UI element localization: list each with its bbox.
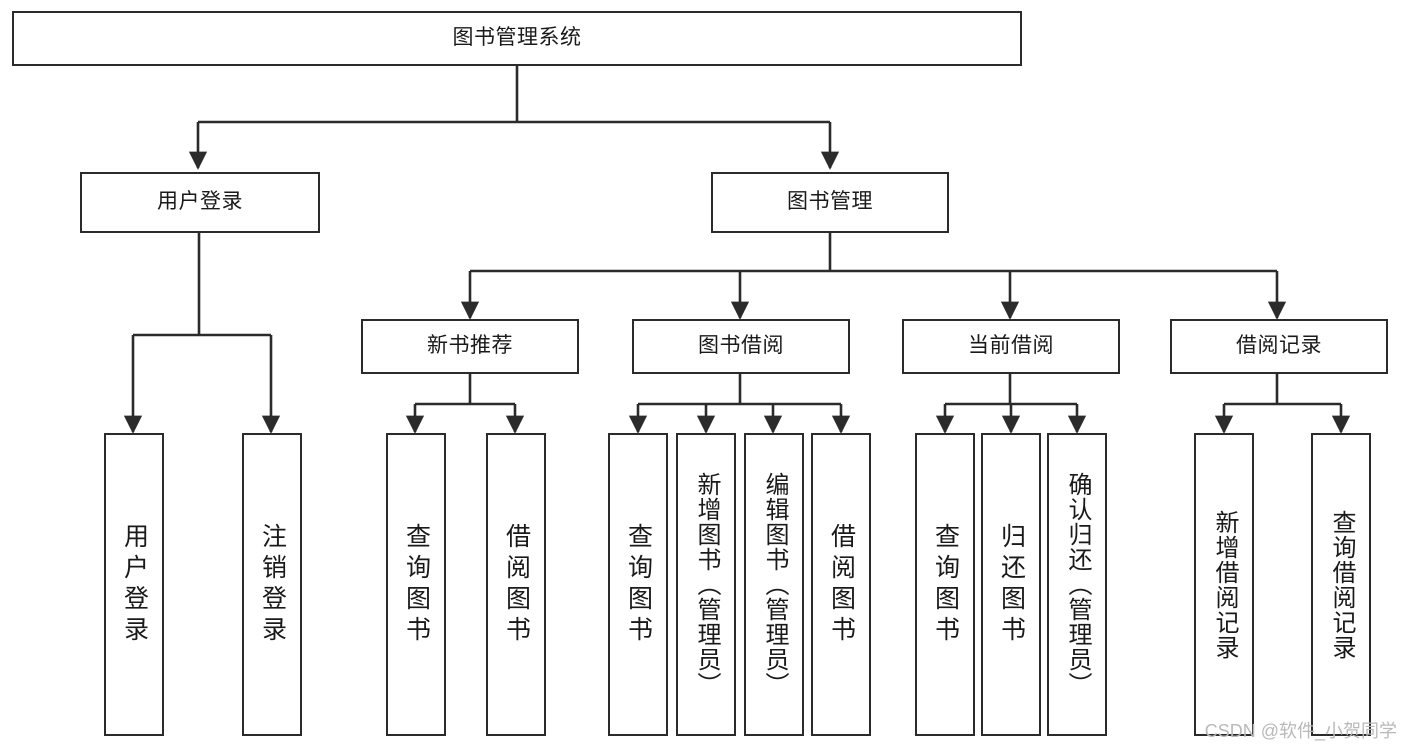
node-user-login[interactable]: 用户登录 xyxy=(80,172,320,233)
leaf-borrow-add-book-admin[interactable]: 新增图书（管理员） xyxy=(676,433,736,736)
node-book-borrow[interactable]: 图书借阅 xyxy=(632,319,850,374)
node-label: 借阅记录 xyxy=(1236,334,1322,358)
leaf-current-confirm-return-admin[interactable]: 确认归还（管理员） xyxy=(1047,433,1107,736)
leaf-current-return-book[interactable]: 归还图书 xyxy=(981,433,1041,736)
leaf-borrow-query-book[interactable]: 查询图书 xyxy=(608,433,668,736)
node-label: 新书推荐 xyxy=(427,334,513,358)
node-label: 新增借阅记录 xyxy=(1211,509,1238,660)
node-current-borrow[interactable]: 当前借阅 xyxy=(902,319,1120,374)
leaf-borrow-borrow-book[interactable]: 借阅图书 xyxy=(811,433,871,736)
node-label: 用户登录 xyxy=(120,522,149,647)
node-label: 查询借阅记录 xyxy=(1328,509,1355,660)
node-label: 注销登录 xyxy=(258,522,287,647)
node-borrow-record[interactable]: 借阅记录 xyxy=(1170,319,1388,374)
node-label: 图书管理系统 xyxy=(452,26,582,50)
node-label: 新增图书（管理员） xyxy=(693,472,720,697)
leaf-new-book-query[interactable]: 查询图书 xyxy=(386,433,446,736)
leaf-borrow-edit-book-admin[interactable]: 编辑图书（管理员） xyxy=(744,433,804,736)
node-label: 查询图书 xyxy=(402,522,431,647)
leaf-current-query-book[interactable]: 查询图书 xyxy=(915,433,975,736)
watermark: CSDN @软件_小贺同学 xyxy=(1204,721,1397,741)
node-new-book-recommend[interactable]: 新书推荐 xyxy=(361,319,579,374)
node-label: 图书管理 xyxy=(787,190,873,214)
node-root-system[interactable]: 图书管理系统 xyxy=(12,11,1022,66)
node-label: 借阅图书 xyxy=(827,522,856,647)
node-label: 借阅图书 xyxy=(502,522,531,647)
leaf-new-book-borrow[interactable]: 借阅图书 xyxy=(486,433,546,736)
leaf-user-login-logout[interactable]: 注销登录 xyxy=(242,433,302,736)
node-label: 用户登录 xyxy=(157,190,243,214)
node-label: 当前借阅 xyxy=(968,334,1054,358)
node-label: 确认归还（管理员） xyxy=(1064,472,1091,697)
leaf-user-login-login[interactable]: 用户登录 xyxy=(104,433,164,736)
node-book-management[interactable]: 图书管理 xyxy=(711,172,949,233)
leaf-record-query-record[interactable]: 查询借阅记录 xyxy=(1311,433,1371,736)
leaf-record-add-record[interactable]: 新增借阅记录 xyxy=(1194,433,1254,736)
node-label: 查询图书 xyxy=(931,522,960,647)
node-label: 图书借阅 xyxy=(698,334,784,358)
node-label: 归还图书 xyxy=(997,522,1026,647)
node-label: 查询图书 xyxy=(624,522,653,647)
node-label: 编辑图书（管理员） xyxy=(761,472,788,697)
